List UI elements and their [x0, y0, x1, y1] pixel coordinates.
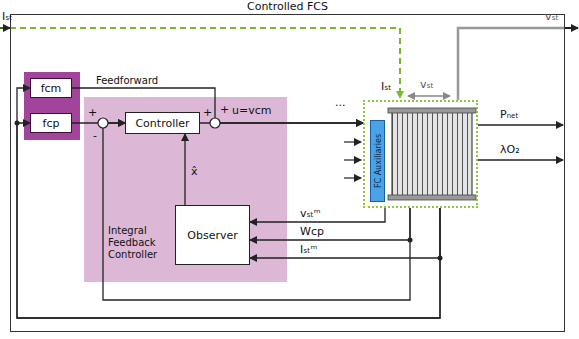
- box-label: Controller: [135, 117, 189, 130]
- voltage-wire: [458, 28, 565, 100]
- signal-name: x̂: [191, 165, 198, 178]
- controller-box: Controller: [125, 112, 200, 134]
- output-wire: [478, 124, 563, 126]
- signal-connector: [250, 208, 440, 258]
- auxiliaries-label: FC Auxiliaries: [373, 134, 382, 188]
- input-wire: [344, 141, 361, 142]
- system-box: Controlled FCSfcmfcpIntegral Feedback Co…: [10, 14, 565, 332]
- sign: +: [203, 106, 212, 119]
- signal-connector: [184, 134, 185, 205]
- connector-label: vₛₜᵐ: [300, 207, 321, 220]
- observer-box: Observer: [175, 205, 250, 265]
- box-label: Observer: [187, 229, 237, 242]
- signal-connector: [250, 208, 385, 222]
- sign: +: [220, 103, 229, 116]
- input-wire: [344, 159, 361, 160]
- branch-dot: [15, 121, 20, 126]
- output-wire: [565, 27, 578, 29]
- fuel-cell-region: FC Auxiliaries: [363, 100, 478, 208]
- box-label: fcm: [41, 82, 62, 95]
- sign: +: [88, 106, 97, 119]
- signal-connector: [17, 123, 440, 318]
- connector-label: Feedforward: [96, 74, 158, 87]
- box-label: fcp: [43, 117, 60, 130]
- ellipsis: ...: [335, 96, 346, 109]
- system-title: Controlled FCS: [11, 0, 564, 13]
- region-label: Integral Feedback Controller: [108, 225, 174, 261]
- summing-junction: [98, 118, 108, 128]
- voltage-arrow: [408, 95, 450, 97]
- feedforward-panel: [24, 72, 80, 140]
- branch-dot: [408, 238, 413, 243]
- signal-name: Iₛₜ: [381, 80, 392, 93]
- summing-junction: [210, 118, 220, 128]
- signal-connector: [72, 88, 363, 123]
- signal-connector: [250, 208, 410, 240]
- feedforward-box: fcm: [30, 78, 72, 98]
- signal-name: vₛₜ: [420, 78, 434, 91]
- signal-name: Iₛₜ: [2, 10, 13, 23]
- connector-label: Wcp: [300, 225, 324, 238]
- fuel-cell-stack: [392, 112, 472, 196]
- signal-name: λO₂: [500, 143, 520, 156]
- sign: -: [93, 129, 97, 142]
- branch-dot: [438, 256, 443, 261]
- end-plate: [388, 108, 476, 113]
- feedforward-box: fcp: [30, 113, 72, 133]
- signal-name: vₛₜ: [545, 10, 559, 23]
- connector-label: Iₛₜᵐ: [300, 243, 317, 256]
- controller-region: Integral Feedback Controller ControllerOb…: [84, 97, 287, 282]
- input-wire: [0, 27, 10, 29]
- signal-connector: [200, 122, 363, 123]
- output-wire: [478, 159, 563, 161]
- signal-connector: [17, 88, 440, 318]
- end-plate: [388, 195, 476, 200]
- input-wire: [344, 177, 361, 178]
- controller-region: [84, 97, 287, 282]
- signal-name: u=vcm: [232, 104, 271, 117]
- signal-name: Pₙₑₜ: [500, 108, 519, 121]
- auxiliaries-bar: FC Auxiliaries: [370, 120, 385, 202]
